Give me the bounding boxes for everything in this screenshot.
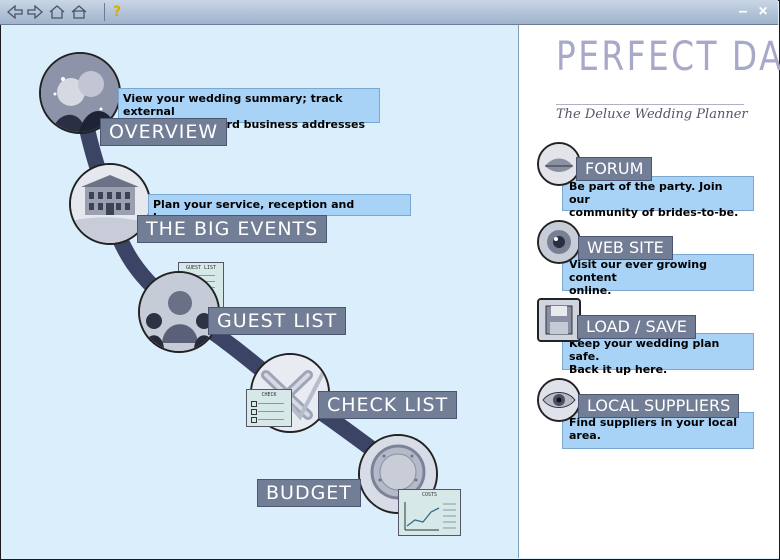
home-icon[interactable] [48,3,66,21]
overview-desc-line-1: View your wedding summary; track externa… [123,92,343,118]
local-suppliers-button[interactable]: LOCAL SUPPLIERS [578,394,740,418]
check-list-sheet: CHECK [246,389,292,427]
check-list-button[interactable]: CHECK LIST [318,391,458,419]
load-save-desc-line-2: Back it up here. [569,363,668,376]
load-save-desc-line-1: Keep your wedding plan safe. [569,337,720,363]
guest-list-button[interactable]: GUEST LIST [208,307,347,335]
forum-desc-line-2: community of brides-to-be. [569,206,739,219]
web-site-desc-line-2: online. [569,284,612,297]
load-save-disk-icon[interactable] [537,298,581,342]
back-arrow-icon[interactable] [6,3,24,21]
forum-button[interactable]: FORUM [576,157,653,181]
local-suppliers-desc-line-2: area. [569,429,601,442]
big-events-photo[interactable] [69,163,151,245]
minimize-button[interactable]: – [738,3,748,20]
logo-title: PERFECT DAY [556,34,780,80]
budget-sheet: COSTS [398,489,461,536]
logo-subtitle: The Deluxe Wedding Planner [556,107,748,122]
local-suppliers-eye-icon[interactable] [537,378,581,422]
guest-list-sheet-title: GUEST LIST [185,265,217,271]
local-suppliers-desc-line-1: Find suppliers in your local [569,416,738,429]
overview-button[interactable]: OVERVIEW [100,118,228,146]
web-site-description: Visit our ever growing content online. [562,254,754,297]
right-panel [518,25,779,558]
overview-description: View your wedding summary; track externa… [118,88,380,131]
forum-desc-line-1: Be part of the party. Join our [569,180,723,206]
close-button[interactable]: × [758,3,768,20]
logo-divider [556,104,744,105]
check-list-sheet-title: CHECK [261,392,277,398]
forum-lips-icon[interactable] [537,142,581,186]
budget-sheet-title: COSTS [421,492,438,498]
forward-arrow-icon[interactable] [26,3,44,21]
web-site-desc-line-1: Visit our ever growing content [569,258,707,284]
home-outline-icon[interactable] [70,3,88,21]
toolbar: ? – × [0,0,778,25]
toolbar-separator [104,3,105,21]
web-site-eye-icon[interactable] [537,220,581,264]
budget-button[interactable]: BUDGET [257,479,361,507]
big-events-button[interactable]: THE BIG EVENTS [137,215,328,243]
load-save-button[interactable]: LOAD / SAVE [577,315,696,339]
forum-description: Be part of the party. Join our community… [562,176,754,219]
web-site-button[interactable]: WEB SITE [578,236,673,260]
big-events-description: Plan your service, reception and honeymo… [148,194,411,224]
help-icon[interactable]: ? [112,4,122,20]
